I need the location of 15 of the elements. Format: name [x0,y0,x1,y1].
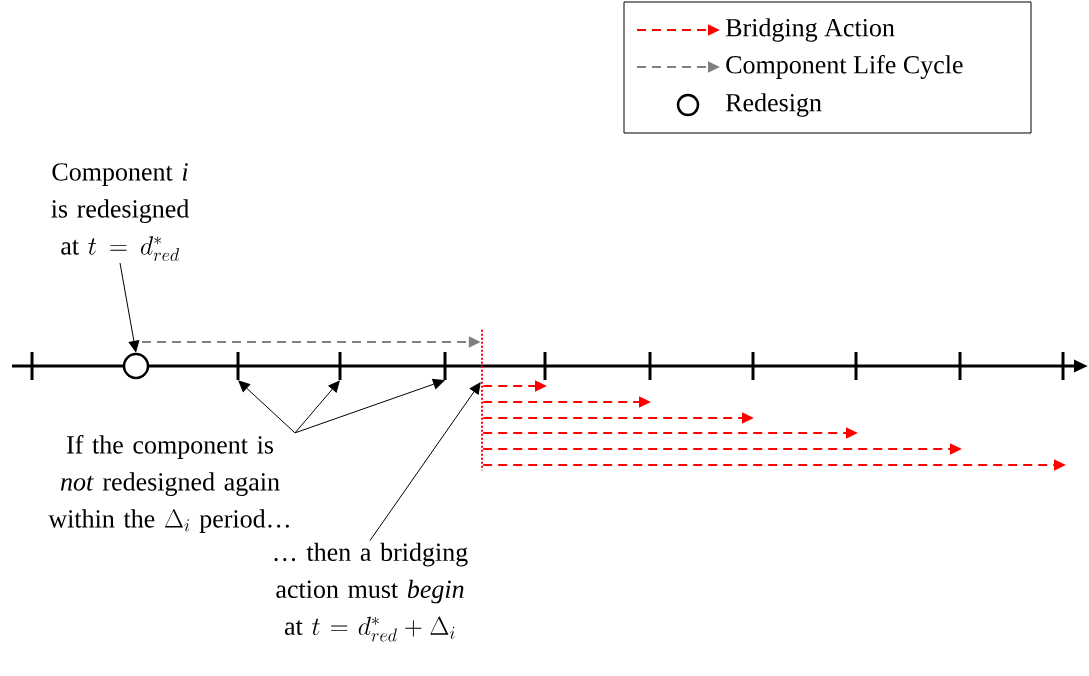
tick-mark [236,352,240,380]
annotation-text: … then a bridging action must begin at $t = d_{red}^{*} + \Delta_{i}$ [274,542,468,642]
leader-line [119,262,140,353]
legend-text: Bridging Action [725,18,895,42]
redesign-circle [122,352,150,380]
annotation-text: Component i is redesigned at $t = d_{red}^{*}$ [51,163,189,261]
leader-line [238,380,296,434]
tick-mark [338,352,342,380]
legend-text: Redesign [725,93,822,117]
leader-line [294,378,445,434]
tick-mark [443,352,447,380]
legend-text: Component Life Cycle [726,55,963,79]
annotation-text: If the component is not redesigned again within the $\Delta_{i}$ period… [48,435,289,533]
leader-line [369,382,481,542]
leader-line [294,380,340,434]
